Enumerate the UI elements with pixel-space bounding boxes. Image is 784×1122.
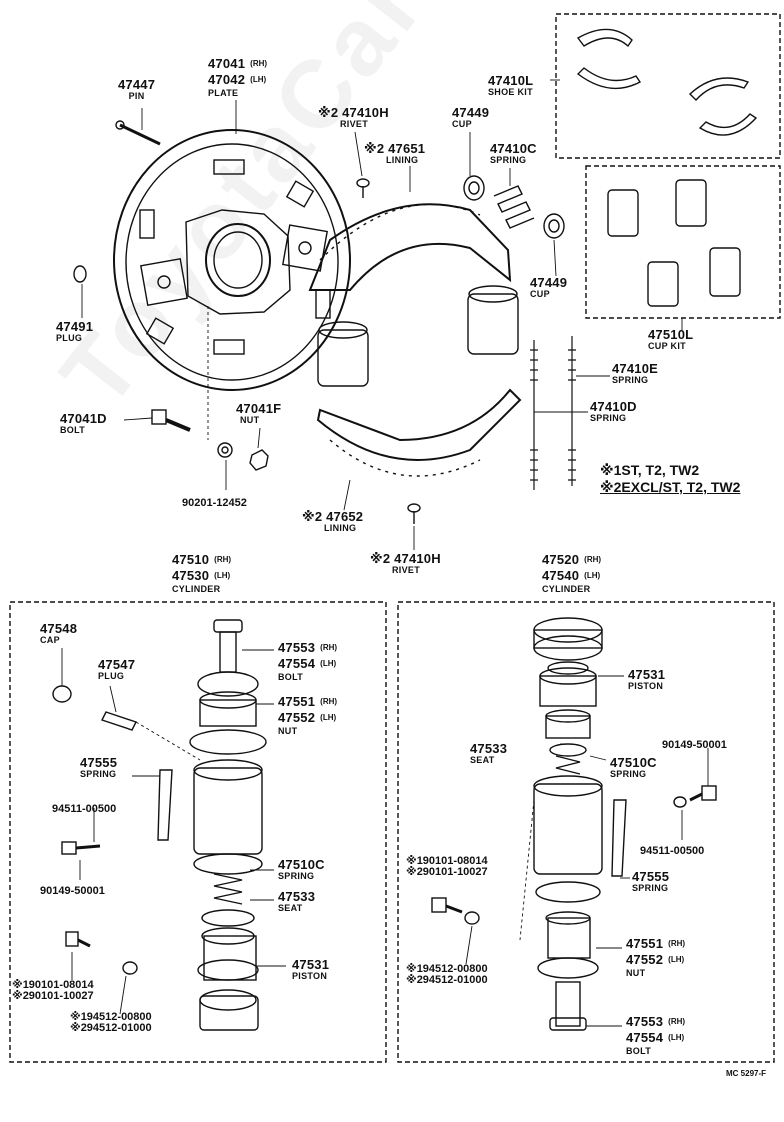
label-47551-nut-left: 47551(RH) 47552(LH) NUT [278,694,338,736]
plug-drawing [73,265,87,283]
label-194512-right: ※194512-00800 ※294512-01000 [406,963,488,986]
bolt-drawing [151,409,191,432]
label-47041-plate: 47041(RH) 47042(LH) PLATE [208,56,268,98]
right-small-parts [431,785,717,925]
shoe-cylinder-b [467,285,519,355]
label-47553-bolt-left: 47553(RH) 47554(LH) BOLT [278,640,338,682]
shoe-kit-box [555,13,781,159]
notes: ※1ST, T2, TW2 ※2EXCL/ST, T2, TW2 [600,462,741,495]
cup-bottom [543,213,565,239]
pin-drawing [115,120,161,146]
footer-code: MC 5297-F [726,1069,767,1078]
label-194512-left: ※194512-00800 ※294512-01000 [70,1011,152,1034]
spring-47410c-top [493,185,535,229]
label-90149-right: 90149-50001 [662,739,727,751]
left-cylinder-drawing [189,619,267,1031]
lower-shoe-drawing [316,388,522,477]
label-47510-cylinder-left: 47510(RH) 47530(LH) CYLINDER [172,552,232,594]
right-leader-lines [465,675,709,1027]
right-cylinder-box [397,601,775,1063]
washer-drawing [217,442,233,458]
label-94511-right: 94511-00500 [640,845,705,857]
left-cylinder-box [9,601,387,1063]
label-94511-left: 94511-00500 [52,803,117,815]
upper-shoe-drawing [308,203,512,291]
backing-plate-drawing [113,129,351,391]
shoe-cylinder-a [317,321,369,387]
cup-kit-drawing [607,179,741,307]
label-190101-left: ※190101-08014 ※290101-10027 [12,979,94,1002]
nut-drawing [249,449,269,471]
return-springs [530,336,576,490]
label-90149-left: 90149-50001 [40,885,105,897]
label-90201-12452: 90201-12452 [182,497,247,509]
label-47551-nut-right: 47551(RH) 47552(LH) NUT [626,936,686,978]
right-cylinder-drawing [533,617,603,1031]
rivet-bottom [407,503,421,524]
label-47520-cylinder-right: 47520(RH) 47540(LH) CYLINDER [542,552,602,594]
label-47553-bolt-right: 47553(RH) 47554(LH) BOLT [626,1014,686,1056]
cup-top [463,175,485,201]
cup-kit-box [585,165,781,319]
left-small-parts [52,685,173,975]
left-leader-lines [61,648,286,1015]
label-190101-right: ※190101-08014 ※290101-10027 [406,855,488,878]
shoe-kit-drawing [576,28,758,136]
rivet-top [356,178,370,198]
leader-lines-top [81,79,683,550]
